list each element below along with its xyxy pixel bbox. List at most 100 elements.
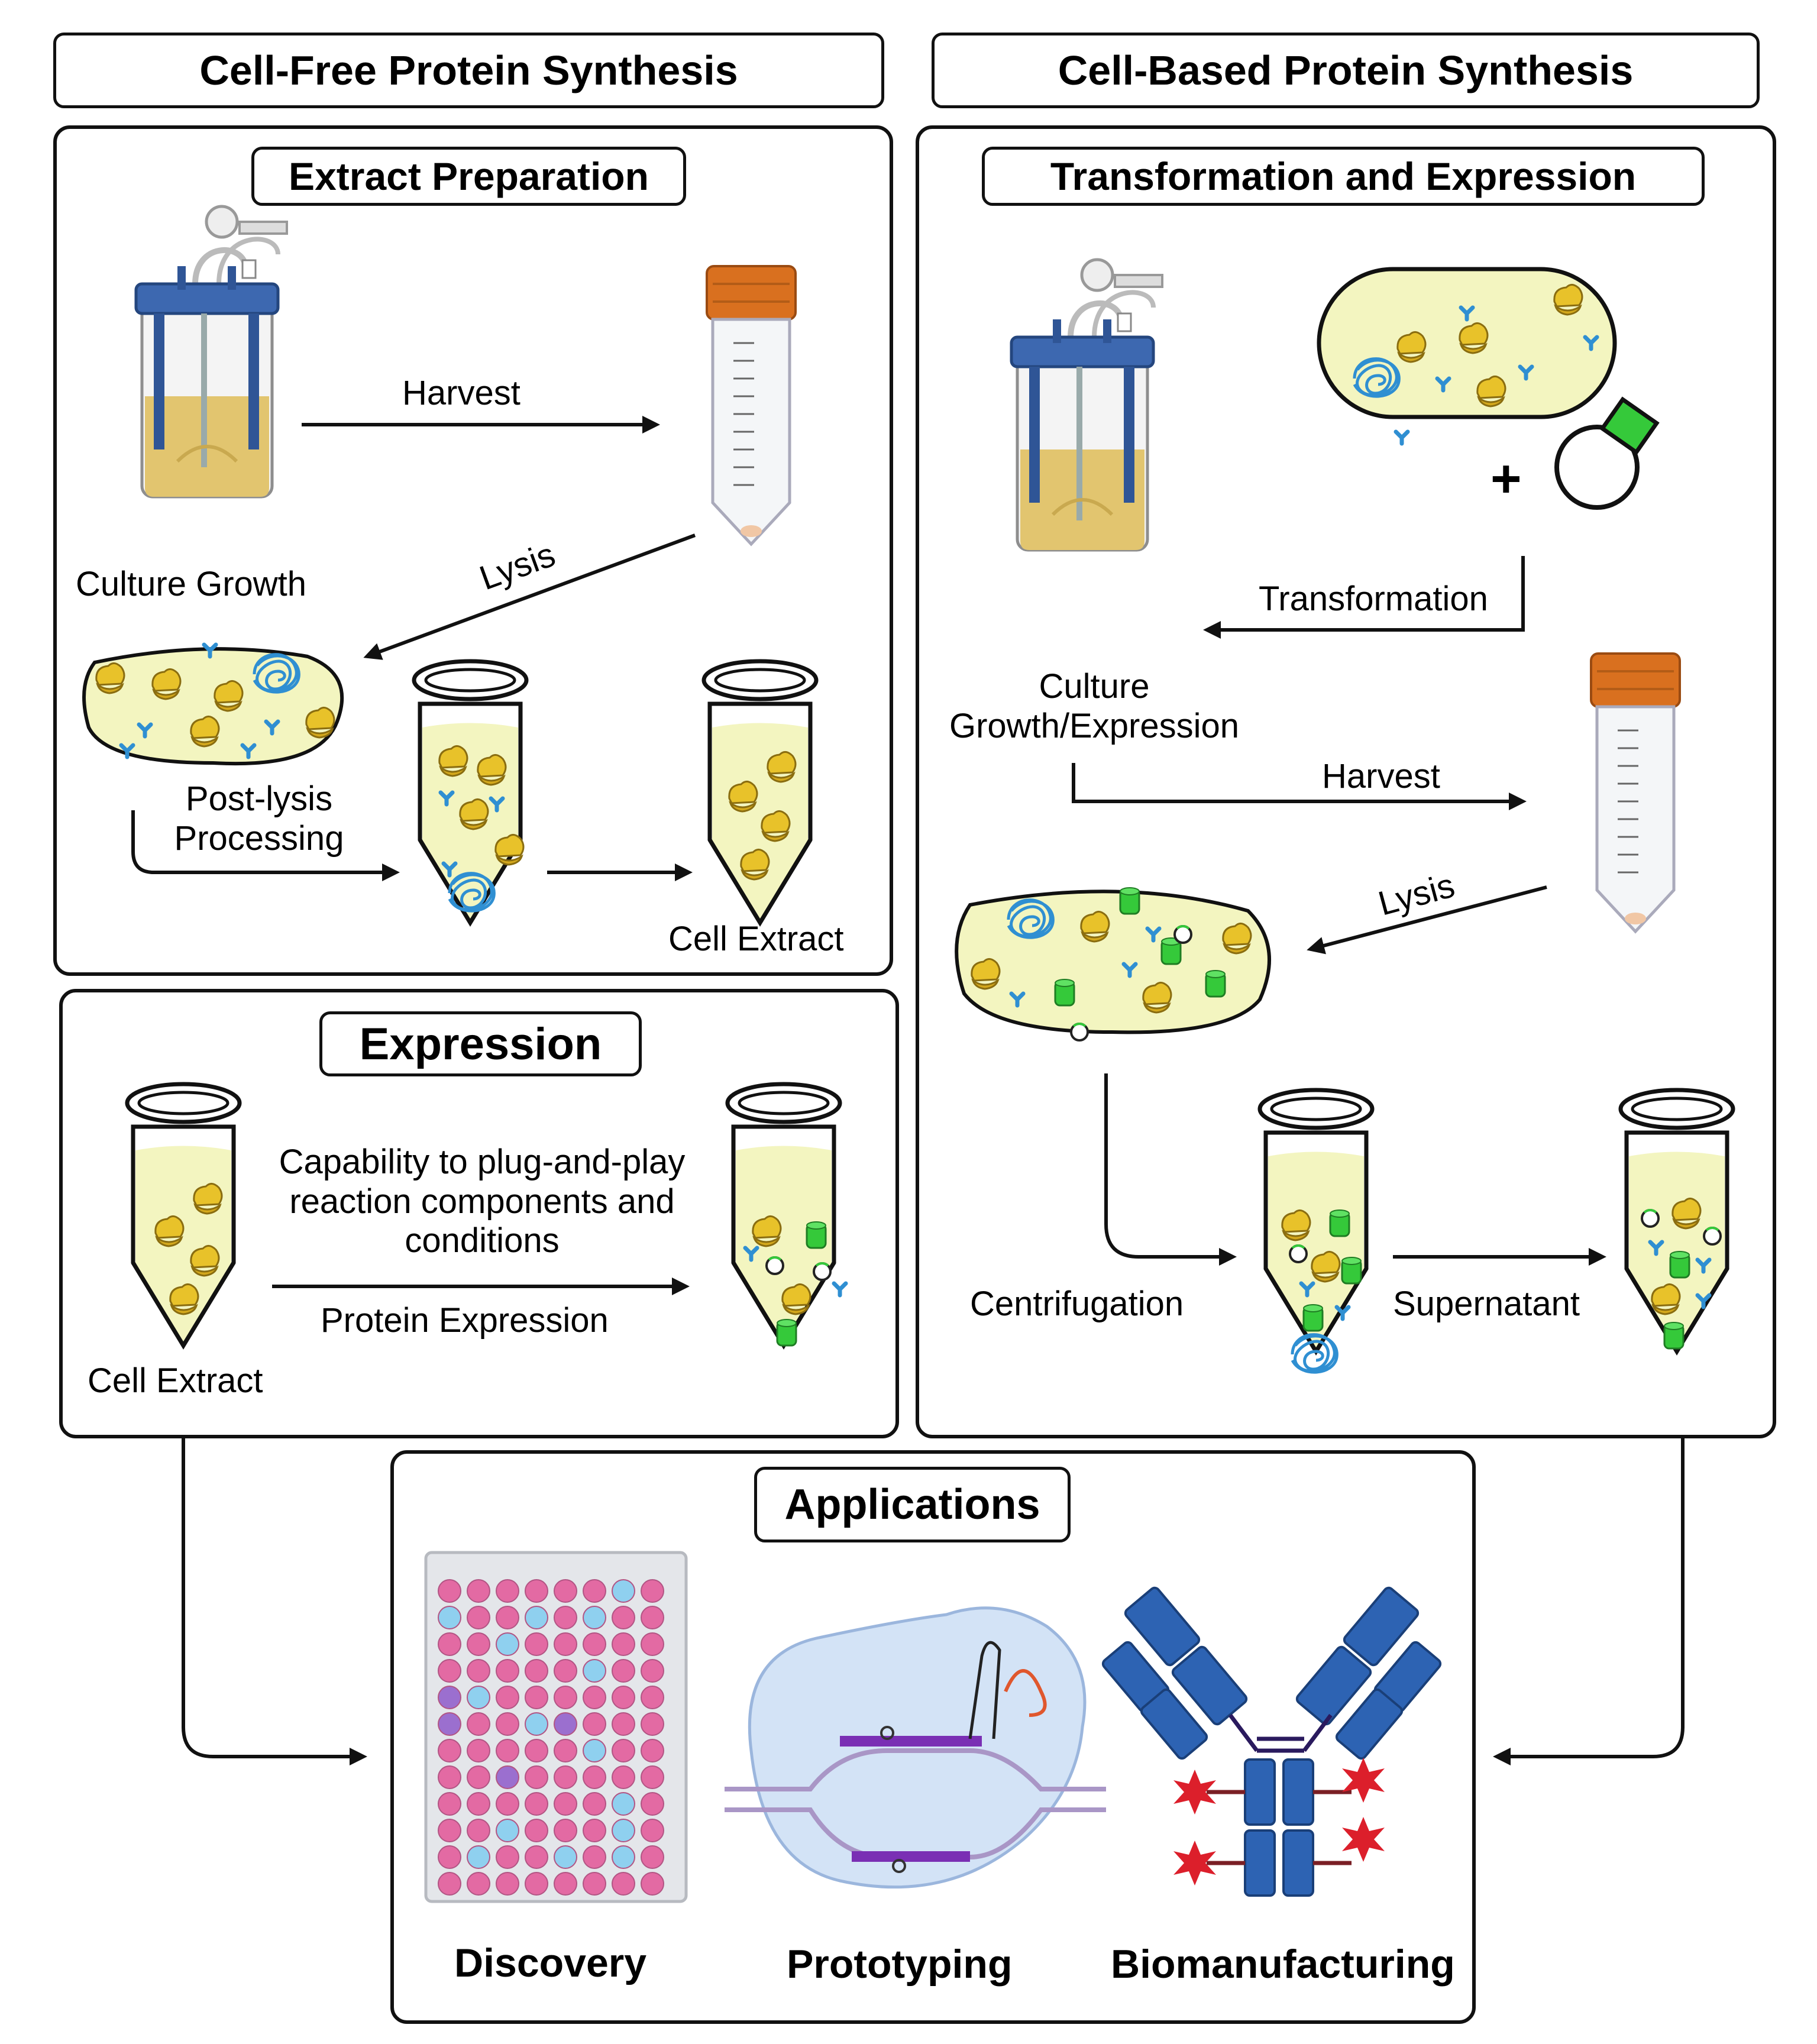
well bbox=[467, 1659, 490, 1683]
supernatant-tube-icon bbox=[1621, 1090, 1733, 1351]
post-lysis-label: Post-lysis Processing bbox=[153, 780, 366, 858]
lysed-cell-icon bbox=[82, 645, 344, 766]
well bbox=[525, 1739, 548, 1762]
well bbox=[583, 1872, 606, 1896]
well bbox=[467, 1739, 490, 1762]
well-plate-icon bbox=[424, 1551, 688, 1903]
transformation-harvest-arrow bbox=[1072, 763, 1527, 810]
well bbox=[641, 1765, 664, 1789]
transformation-lysis-arrow bbox=[1307, 885, 1547, 955]
cell-free-header: Cell-Free Protein Synthesis bbox=[53, 33, 884, 108]
well bbox=[641, 1579, 664, 1603]
well bbox=[583, 1819, 606, 1842]
transformation-falcon-tube-icon bbox=[1591, 654, 1680, 932]
cell-based-to-applications-arrow bbox=[1493, 1438, 1685, 1765]
well bbox=[554, 1579, 577, 1603]
extract-preparation-title: Extract Preparation bbox=[251, 147, 686, 206]
well bbox=[612, 1739, 635, 1762]
well bbox=[641, 1792, 664, 1816]
supernatant-label: Supernatant bbox=[1393, 1285, 1580, 1323]
well bbox=[496, 1712, 519, 1736]
well bbox=[554, 1659, 577, 1683]
well bbox=[525, 1606, 548, 1629]
falcon-tube-icon bbox=[707, 266, 796, 544]
well bbox=[554, 1712, 577, 1736]
well bbox=[496, 1659, 519, 1683]
well bbox=[438, 1686, 461, 1709]
well bbox=[641, 1845, 664, 1869]
well bbox=[612, 1845, 635, 1869]
well bbox=[438, 1765, 461, 1789]
well bbox=[525, 1579, 548, 1603]
culture-line2: Growth/Expression bbox=[949, 706, 1239, 745]
well bbox=[467, 1845, 490, 1869]
well bbox=[467, 1579, 490, 1603]
well bbox=[438, 1845, 461, 1869]
well bbox=[583, 1632, 606, 1656]
well bbox=[438, 1632, 461, 1656]
plasmid-icon: + bbox=[1491, 396, 1660, 510]
well bbox=[612, 1792, 635, 1816]
well bbox=[583, 1686, 606, 1709]
well bbox=[641, 1606, 664, 1629]
well bbox=[641, 1632, 664, 1656]
well bbox=[467, 1606, 490, 1629]
well bbox=[467, 1792, 490, 1816]
well bbox=[496, 1819, 519, 1842]
antibody-icon bbox=[1101, 1586, 1442, 1897]
well bbox=[554, 1686, 577, 1709]
well bbox=[612, 1872, 635, 1896]
well bbox=[554, 1819, 577, 1842]
crispr-dna-icon bbox=[725, 1606, 1106, 1889]
well bbox=[525, 1872, 548, 1896]
bioreactor-icon bbox=[136, 206, 287, 497]
transformation-bioreactor-icon bbox=[1011, 260, 1162, 550]
well bbox=[583, 1712, 606, 1736]
well bbox=[583, 1792, 606, 1816]
well bbox=[496, 1765, 519, 1789]
capability-line1: Capability to plug-and-play bbox=[279, 1143, 686, 1181]
well bbox=[438, 1579, 461, 1603]
well bbox=[467, 1686, 490, 1709]
plus-sign: + bbox=[1491, 449, 1522, 509]
protein-expression-label: Protein Expression bbox=[321, 1301, 609, 1340]
well bbox=[525, 1686, 548, 1709]
capability-label: Capability to plug-and-play reaction com… bbox=[254, 1143, 710, 1261]
well bbox=[525, 1659, 548, 1683]
transformation-label: Transformation bbox=[1259, 580, 1488, 618]
well bbox=[467, 1819, 490, 1842]
post-lysis-line2: Processing bbox=[174, 819, 344, 858]
well bbox=[554, 1739, 577, 1762]
well bbox=[641, 1819, 664, 1842]
expression-title: Expression bbox=[319, 1011, 642, 1076]
post-lysis-arrow bbox=[131, 810, 400, 881]
well bbox=[496, 1686, 519, 1709]
transformation-title: Transformation and Expression bbox=[982, 147, 1705, 206]
harvest-label: Harvest bbox=[402, 374, 520, 412]
cell-based-header-text: Cell-Based Protein Synthesis bbox=[1058, 47, 1634, 93]
well bbox=[438, 1659, 461, 1683]
discovery-label: Discovery bbox=[454, 1940, 647, 1985]
extract-preparation-title-text: Extract Preparation bbox=[289, 154, 649, 198]
well bbox=[612, 1659, 635, 1683]
capability-line2: reaction components and bbox=[289, 1182, 675, 1221]
well bbox=[438, 1712, 461, 1736]
well bbox=[496, 1579, 519, 1603]
well bbox=[612, 1606, 635, 1629]
prototyping-label: Prototyping bbox=[787, 1942, 1013, 1987]
well bbox=[612, 1686, 635, 1709]
well bbox=[554, 1792, 577, 1816]
well bbox=[641, 1739, 664, 1762]
cell-free-header-text: Cell-Free Protein Synthesis bbox=[199, 47, 738, 93]
well bbox=[525, 1712, 548, 1736]
well bbox=[438, 1792, 461, 1816]
post-lysis-line1: Post-lysis bbox=[185, 780, 333, 818]
well bbox=[612, 1579, 635, 1603]
applications-title: Applications bbox=[754, 1467, 1071, 1542]
well bbox=[641, 1872, 664, 1896]
well bbox=[467, 1872, 490, 1896]
well bbox=[583, 1845, 606, 1869]
culture-growth-label: Culture Growth bbox=[76, 565, 307, 603]
culture-growth-expression-label: Culture Growth/Expression bbox=[923, 667, 1266, 746]
well bbox=[496, 1845, 519, 1869]
